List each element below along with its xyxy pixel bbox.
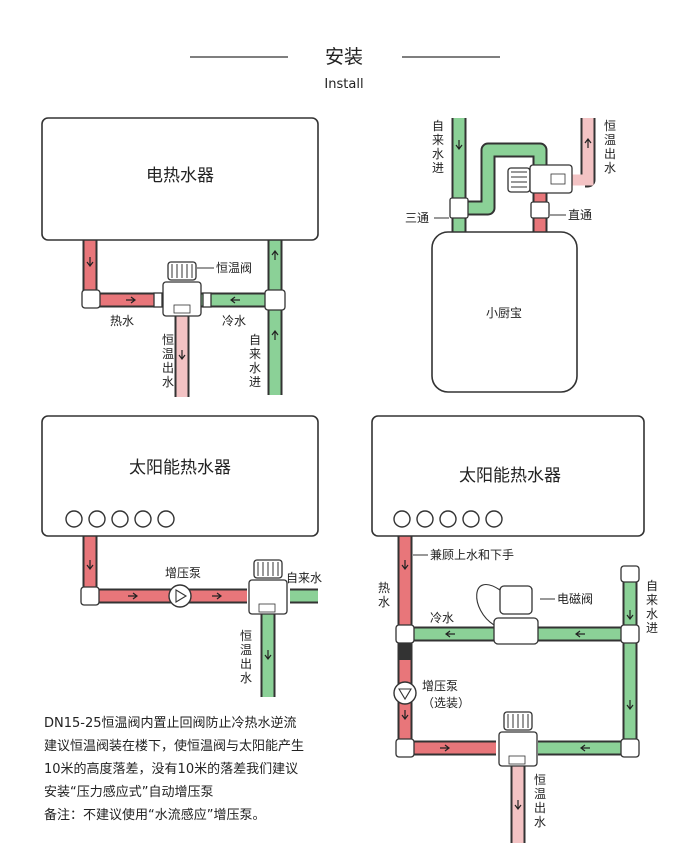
pump2-label: 增压泵: [422, 679, 458, 693]
note-line-2: 建议恒温阀装在楼下，使恒温阀与太阳能产生: [44, 739, 305, 754]
shared-label: 兼顾上水和下手: [430, 548, 514, 562]
supply2-label: 自来水进: [646, 579, 658, 635]
header-subtitle: Install: [324, 77, 363, 92]
cold-label: 冷水: [222, 314, 246, 328]
tee-label: 三通: [405, 211, 429, 225]
mixed2-label: 恒温出水: [534, 773, 546, 829]
cold2-label: 冷水: [430, 611, 454, 625]
valve-label: 恒温阀: [216, 261, 252, 275]
note-line-4: 安装“压力感应式”自动增压泵: [44, 785, 214, 800]
diagram-solar-solenoid: 太阳能热水器 兼顾上水和下手 电磁阀 冷水 增压泵 （选装） 热水 自来水进 恒…: [371, 415, 658, 843]
straight-label: 直通: [568, 208, 592, 222]
kitchen-cold-loop: [459, 144, 546, 214]
hot-pipe: [84, 240, 165, 306]
pump2-icon: [393, 681, 417, 705]
mixed-out-label: 恒温出水: [162, 333, 174, 389]
install-notes: DN15-25恒温阀内置止回阀防止冷热水逆流 建议恒温阀装在楼下，使恒温阀与太阳…: [44, 712, 394, 827]
solar2-valve: [498, 711, 538, 767]
kitchen-mixed-label: 恒温出水: [604, 119, 616, 175]
hot-label: 热水: [110, 314, 134, 328]
note-line-3: 10米的高度落差，没有10米的落差我们建议: [44, 762, 299, 777]
mixed-out-char-1: 恒: [162, 333, 174, 347]
pump-label: 增压泵: [165, 566, 201, 580]
solar-mixed-label: 恒温出水: [240, 629, 252, 685]
solenoid-label: 电磁阀: [557, 591, 593, 606]
electric-heater-tank: [41, 117, 319, 241]
pump-icon: [168, 584, 192, 608]
solar2-tank: [371, 415, 645, 537]
solar-tank-label: 太阳能热水器: [129, 458, 231, 478]
supply-in-label: 自来水进: [249, 333, 261, 389]
supply-label: 自来水: [286, 571, 322, 585]
diagram-electric-heater: 电热水器 恒温阀 热水 冷水 恒温出水 自来水进: [41, 117, 319, 397]
hot2-label: 热水: [378, 581, 390, 609]
note-line-1: DN15-25恒温阀内置止回阀防止冷热水逆流: [44, 716, 297, 731]
header-title: 安装: [325, 46, 363, 68]
kitchen-supply-label: 自来水进: [432, 119, 444, 175]
solenoid-valve: [476, 583, 539, 645]
kitchen-heater-label: 小厨宝: [486, 306, 522, 320]
solar2-tank-label: 太阳能热水器: [459, 466, 561, 486]
kitchen-heater-tank: [431, 231, 578, 393]
solar-valve: [248, 559, 288, 615]
diagram-kitchen-heater: 小厨宝 三通 直通 自来水进 恒温出水: [405, 118, 616, 393]
pump2-note: （选装）: [422, 696, 470, 710]
note-line-5: 备注：不建议使用“水流感应”增压泵。: [44, 808, 266, 823]
header: 安装 Install: [190, 46, 500, 92]
kitchen-mixed-pipe: [572, 118, 594, 186]
electric-heater-label: 电热水器: [146, 166, 214, 186]
kitchen-valve: [507, 164, 573, 194]
solar-tank: [41, 415, 319, 537]
diagram-solar-pump: 太阳能热水器 增压泵 自来水 恒温出水: [41, 415, 322, 697]
thermostatic-valve: [162, 261, 202, 317]
